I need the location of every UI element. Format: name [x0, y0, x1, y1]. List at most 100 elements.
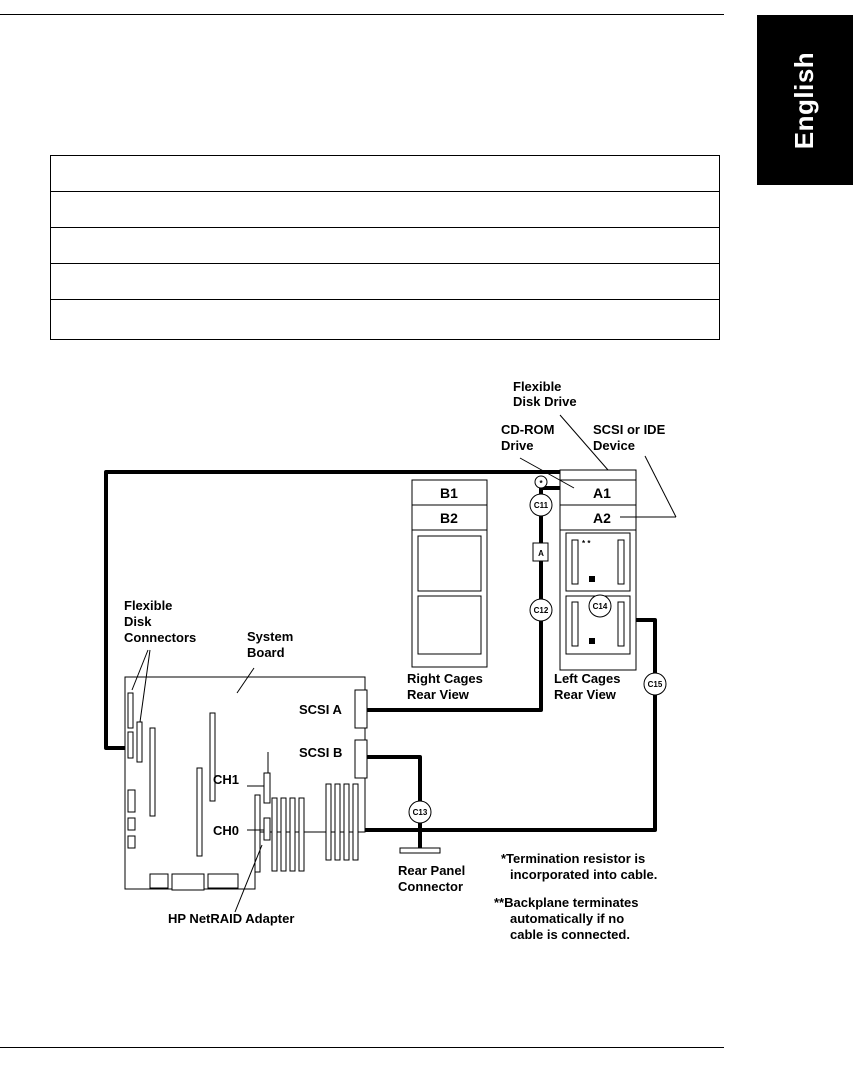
- memory-slot: [289, 797, 296, 872]
- cable-text-c15: C15: [648, 680, 663, 689]
- scsi-a-label: SCSI A: [299, 702, 342, 717]
- board-header: [127, 817, 136, 831]
- leader-cd-rom-drive: [519, 457, 575, 489]
- flexible-disk-connectors-label-3: Connectors: [124, 630, 196, 645]
- memory-slot: [271, 797, 278, 872]
- backplane-connector: [617, 601, 625, 647]
- flexible-disk-connector: [127, 731, 134, 759]
- bottom-rule: [0, 1047, 724, 1048]
- table-row: [51, 264, 719, 300]
- rear-panel-connector-label-1: Rear Panel: [398, 863, 465, 878]
- io-port: [149, 873, 169, 889]
- cable-label-c13: [408, 800, 432, 824]
- bay-a1: [559, 479, 637, 506]
- ch1-connector: [263, 772, 271, 804]
- footnote-backplane-2: automatically if no: [510, 911, 624, 926]
- scsi-or-ide-device-label-1: SCSI or IDE: [593, 422, 666, 437]
- board-slot: [209, 712, 216, 802]
- empty-table: [50, 155, 720, 340]
- bay-b1-label: B1: [440, 485, 458, 501]
- cd-rom-drive-label-1: CD-ROM: [501, 422, 554, 437]
- bay-b2: [411, 504, 488, 531]
- cd-rom-drive-label-2: Drive: [501, 438, 534, 453]
- scsi-b-label: SCSI B: [299, 745, 342, 760]
- language-tab[interactable]: English: [757, 15, 853, 185]
- cable-label-c14: [588, 594, 612, 618]
- backplane-connector: [571, 601, 579, 647]
- table-row: [51, 228, 719, 264]
- system-board-label-1: System: [247, 629, 293, 644]
- ch1-label: CH1: [213, 772, 239, 787]
- termination-marker: [534, 475, 548, 489]
- board-slot: [149, 727, 156, 817]
- cable-label-c15: [643, 672, 667, 696]
- flexible-disk-drive-label-2: Disk Drive: [513, 394, 577, 409]
- top-rule: [0, 14, 724, 15]
- backplane-chip: [589, 638, 595, 644]
- cable-text-c12: C12: [534, 606, 549, 615]
- leader-scsi-or-ide-device: [644, 455, 677, 518]
- cable-label-c12: [529, 598, 553, 622]
- scsi-b-cable: [366, 755, 422, 850]
- memory-slot: [280, 797, 287, 872]
- scsi-a-cable: [366, 486, 543, 712]
- table-row: [51, 156, 719, 192]
- footnote-termination-1: *Termination resistor is: [501, 851, 645, 866]
- footnote-termination-2: incorporated into cable.: [510, 867, 657, 882]
- backplane-connector: [617, 539, 625, 585]
- scsi-or-ide-device-label-2: Device: [593, 438, 635, 453]
- footnote-backplane-1: **Backplane terminates: [494, 895, 639, 910]
- system-board-label-2: Board: [247, 645, 285, 660]
- backplane-chip: [589, 576, 595, 582]
- netraid-adapter-label: HP NetRAID Adapter: [168, 911, 294, 926]
- backplane-stars: * *: [582, 539, 591, 548]
- right-cages-label-2: Rear View: [407, 687, 470, 702]
- flexible-disk-cable: [104, 470, 562, 750]
- netraid-slot: [254, 794, 261, 873]
- cable-text-c11: C11: [534, 501, 549, 510]
- table-row: [51, 192, 719, 228]
- cable-text-c13: C13: [413, 808, 428, 817]
- leader-flexible-disk-connectors: [139, 649, 151, 723]
- flexible-disk-connectors-label-1: Flexible: [124, 598, 172, 613]
- flexible-disk-drive-bay: [559, 469, 637, 481]
- flexible-disk-connector: [136, 721, 143, 763]
- right-cage-lower-slot: [417, 595, 482, 655]
- memory-slot: [343, 783, 350, 861]
- ch0-label: CH0: [213, 823, 239, 838]
- right-cages-label-1: Right Cages: [407, 671, 483, 686]
- scsi-b-connector: [354, 739, 368, 779]
- flexible-disk-drive-label-1: Flexible: [513, 379, 561, 394]
- bay-b1: [411, 479, 488, 506]
- leader-flexible-disk-drive: [559, 414, 609, 471]
- rear-panel-connector-label-2: Connector: [398, 879, 463, 894]
- memory-slot: [352, 783, 359, 861]
- bay-a1-label: A1: [593, 485, 611, 501]
- leader-system-board: [236, 667, 255, 694]
- ch0-connector: [263, 817, 271, 841]
- board-header: [127, 835, 136, 849]
- cable-text-c14: C14: [593, 602, 608, 611]
- right-cage-upper-slot: [417, 535, 482, 592]
- ch0-cable: [270, 618, 657, 832]
- scsi-a-connector: [354, 689, 368, 729]
- rear-panel-connector: [399, 847, 441, 854]
- board-slot: [196, 767, 203, 857]
- memory-slot: [334, 783, 341, 861]
- backplane-connector: [571, 539, 579, 585]
- marker-a-label: A: [538, 549, 544, 558]
- termination-star: *: [539, 479, 543, 488]
- bay-a2-label: A2: [593, 510, 611, 526]
- flexible-disk-connectors-label-2: Disk: [124, 614, 152, 629]
- cable-label-c11: [529, 493, 553, 517]
- marker-a-box: [532, 542, 549, 562]
- io-port: [207, 873, 239, 889]
- leader-netraid-adapter: [234, 844, 263, 913]
- leader-flexible-disk-connectors: [131, 649, 149, 691]
- bay-b2-label: B2: [440, 510, 458, 526]
- io-port: [171, 873, 205, 891]
- board-header: [127, 789, 136, 813]
- left-cages-label-2: Rear View: [554, 687, 617, 702]
- footnote-backplane-3: cable is connected.: [510, 927, 630, 942]
